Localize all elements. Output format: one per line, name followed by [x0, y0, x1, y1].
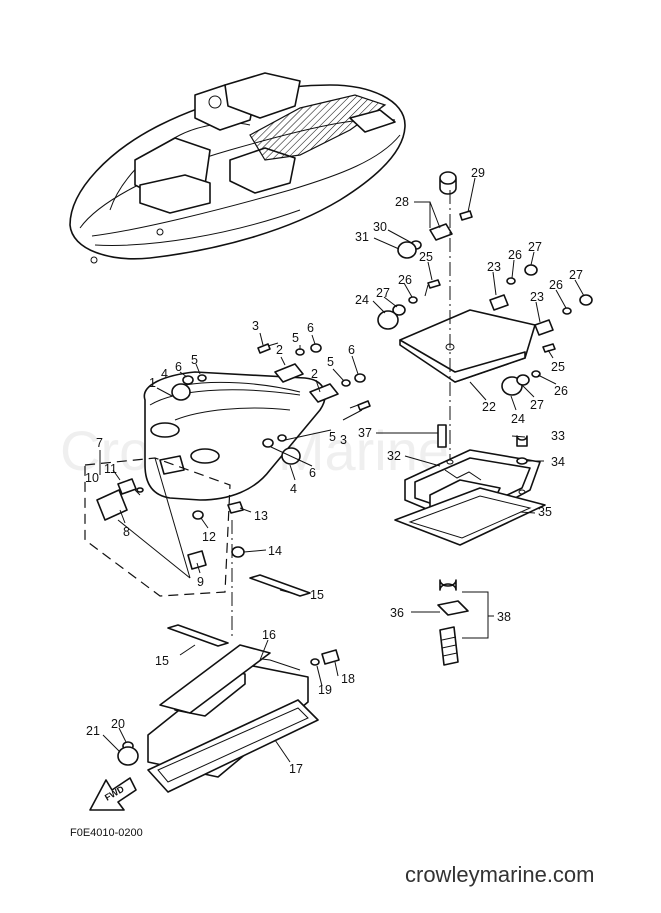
callout-5b: 5 [292, 331, 299, 345]
pads-15 [167, 574, 311, 647]
callout-10: 10 [85, 471, 99, 485]
callout-13: 13 [254, 509, 268, 523]
callout-38: 38 [497, 610, 511, 624]
screw-37 [437, 424, 447, 448]
figure-code: F0E4010-0200 [70, 827, 143, 839]
callout-26b: 26 [508, 248, 522, 262]
callout-12: 12 [202, 530, 216, 544]
callout-35: 35 [538, 505, 552, 519]
callout-6c: 6 [348, 343, 355, 357]
callout-3a: 3 [252, 319, 259, 333]
screw-18 [321, 649, 340, 665]
callout-19: 19 [318, 683, 332, 697]
drain-plug-36 [437, 579, 469, 666]
washer-34 [516, 457, 528, 465]
callout-27d: 27 [530, 398, 544, 412]
callout-15b: 15 [155, 654, 169, 668]
callout-37: 37 [358, 426, 372, 440]
callout-5c: 5 [327, 355, 334, 369]
site-name: crowleymarine.com [405, 862, 595, 887]
callout-23b: 23 [530, 290, 544, 304]
callout-6d: 6 [309, 466, 316, 480]
lid-assembly [377, 171, 593, 520]
callout-26d: 26 [554, 384, 568, 398]
callout-32: 32 [387, 449, 401, 463]
callout-4b: 4 [290, 482, 297, 496]
callout-36: 36 [390, 606, 404, 620]
cap-21 [117, 746, 139, 766]
callout-28: 28 [395, 195, 409, 209]
callout-17: 17 [289, 762, 303, 776]
leader-lines [99, 177, 585, 763]
callout-34: 34 [551, 455, 565, 469]
callout-29: 29 [471, 166, 485, 180]
bolt-33 [516, 435, 528, 447]
callout-16: 16 [262, 628, 276, 642]
callout-4a: 4 [161, 367, 168, 381]
callout-22: 22 [482, 400, 496, 414]
fwd-arrow-icon: FWD [89, 777, 137, 811]
callout-5d: 5 [329, 430, 336, 444]
callout-30: 30 [373, 220, 387, 234]
callout-24a: 24 [355, 293, 369, 307]
callout-20: 20 [111, 717, 125, 731]
hatch-cover-assembly [84, 342, 371, 640]
storage-tray-16 [147, 644, 309, 778]
washer-19 [310, 658, 320, 666]
callout-26a: 26 [398, 273, 412, 287]
callout-5a: 5 [191, 353, 198, 367]
callout-3b: 3 [340, 433, 347, 447]
gasket-35 [394, 487, 546, 546]
gasket-17 [147, 699, 319, 793]
callout-14: 14 [268, 544, 282, 558]
callout-2b: 2 [311, 367, 318, 381]
callout-24b: 24 [511, 412, 525, 426]
callout-26c: 26 [549, 278, 563, 292]
callouts: 1 2 2 3 3 4 4 5 5 5 5 6 6 6 6 7 8 9 10 1… [85, 166, 583, 776]
callout-27b: 27 [528, 240, 542, 254]
callout-27a: 27 [376, 286, 390, 300]
callout-27c: 27 [569, 268, 583, 282]
callout-8: 8 [123, 525, 130, 539]
callout-15a: 15 [310, 588, 324, 602]
callout-9: 9 [197, 575, 204, 589]
callout-23a: 23 [487, 260, 501, 274]
callout-18: 18 [341, 672, 355, 686]
callout-1: 1 [149, 376, 156, 390]
callout-6a: 6 [175, 360, 182, 374]
callout-7: 7 [96, 436, 103, 450]
callout-21: 21 [86, 724, 100, 738]
callout-2a: 2 [276, 343, 283, 357]
callout-25b: 25 [551, 360, 565, 374]
callout-25a: 25 [419, 250, 433, 264]
callout-33: 33 [551, 429, 565, 443]
callout-11: 11 [104, 462, 117, 476]
callout-31: 31 [355, 230, 369, 244]
callout-6b: 6 [307, 321, 314, 335]
boat-illustration [69, 72, 406, 264]
